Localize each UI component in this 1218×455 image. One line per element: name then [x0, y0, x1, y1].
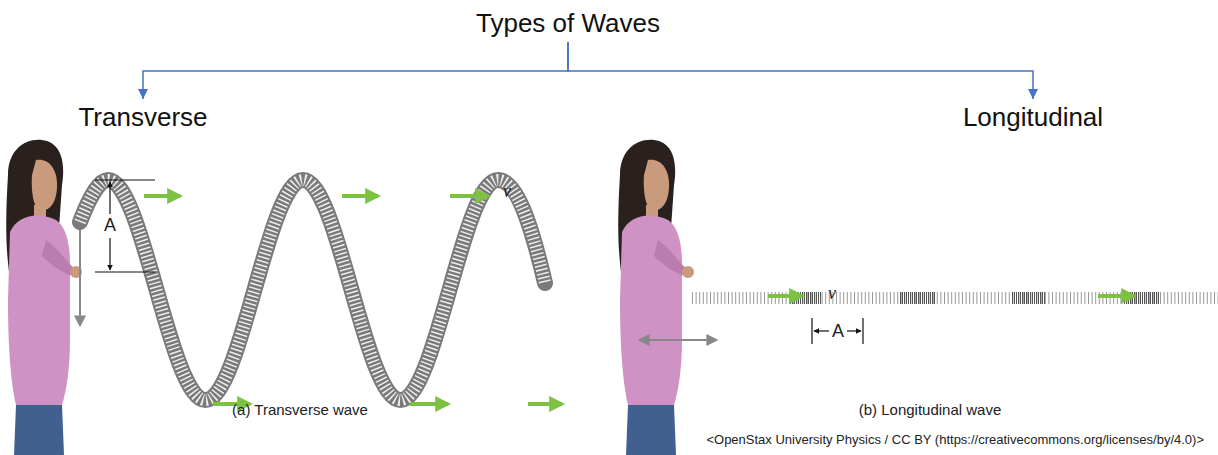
velocity-label: v — [828, 282, 836, 304]
amplitude-label: A — [832, 320, 844, 342]
node-text: Longitudinal — [963, 102, 1103, 132]
node-text: Types of Waves — [476, 8, 660, 38]
node-text: Transverse — [78, 102, 207, 132]
credit-note: <OpenStax University Physics / CC BY (ht… — [706, 431, 1204, 448]
arrow-head — [138, 89, 148, 99]
connector-line — [568, 42, 1033, 99]
arrow-head — [1028, 89, 1038, 99]
tree-connector — [568, 42, 1038, 99]
category-node: Transverse — [72, 100, 213, 134]
connector-line — [143, 42, 568, 99]
figure-caption: (a) Transverse wave — [232, 400, 368, 419]
velocity-label: v — [503, 180, 511, 202]
amplitude-label: A — [104, 214, 116, 236]
category-node: Longitudinal — [957, 100, 1109, 134]
figure-caption: (b) Longitudinal wave — [859, 400, 1002, 419]
root-heading-node: Types of Waves — [470, 6, 666, 40]
tree-connector — [138, 42, 568, 99]
